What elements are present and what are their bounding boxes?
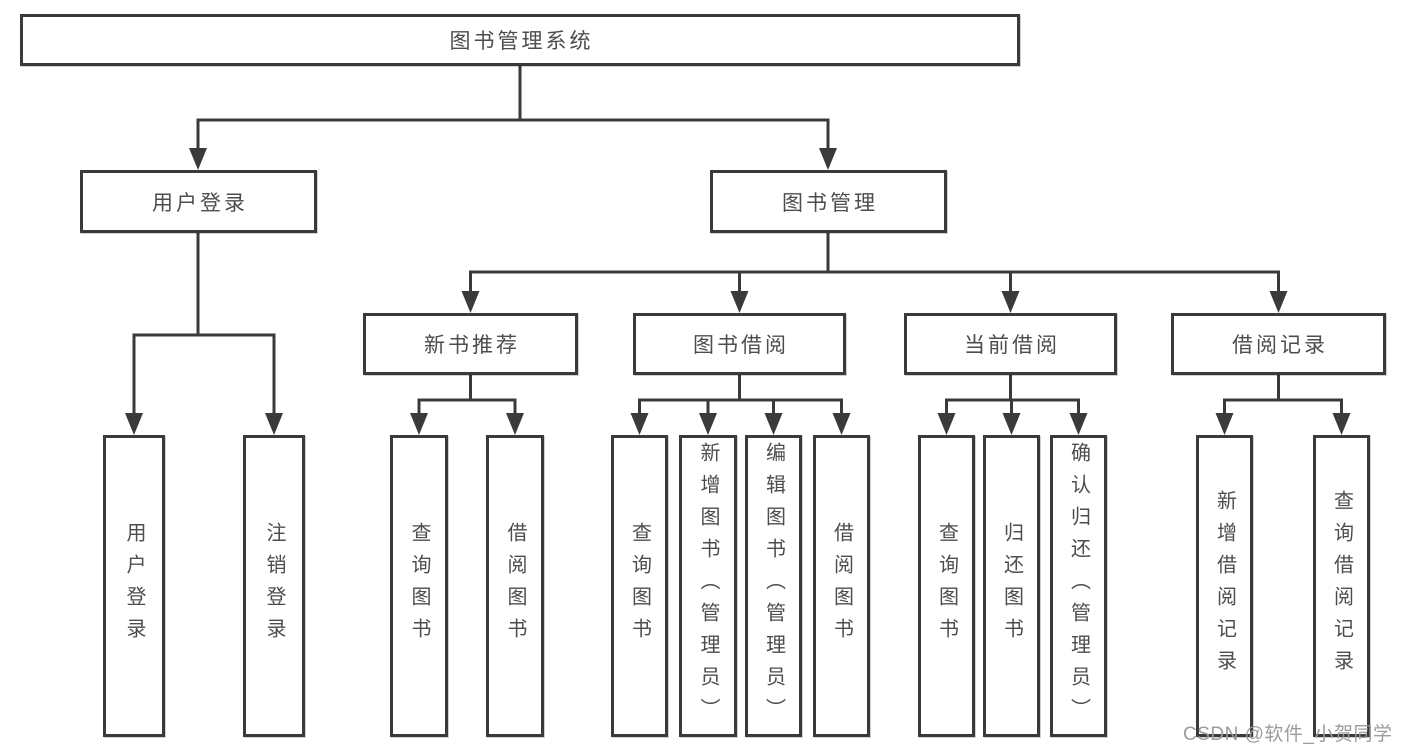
node-library-management-system-label: 图书管理系统 xyxy=(449,30,594,53)
leaf-borrow-book-recommend-label: 借阅图书 xyxy=(504,522,526,650)
leaf-return-book-label: 归还图书 xyxy=(1000,522,1023,650)
leaf-add-borrow-record-label: 新增借阅记录 xyxy=(1213,490,1236,682)
leaf-query-borrow-record-label: 查询借阅记录 xyxy=(1330,490,1353,682)
leaf-add-book-admin: 新增图书（管理员） xyxy=(679,435,737,737)
leaf-confirm-return-admin-label: 确认归还（管理员） xyxy=(1067,442,1090,730)
leaf-return-book: 归还图书 xyxy=(983,435,1040,737)
leaf-edit-book-admin: 编辑图书（管理员） xyxy=(745,435,802,737)
csdn-watermark: CSDN @软件_小贺同学 xyxy=(1183,724,1393,745)
node-borrowing-records-label: 借阅记录 xyxy=(1232,334,1328,357)
leaf-borrow-book-borrowing: 借阅图书 xyxy=(813,435,870,737)
node-book-management: 图书管理 xyxy=(710,170,947,233)
leaf-query-book-recommend-label: 查询图书 xyxy=(408,522,430,650)
leaf-user-login-label: 用户登录 xyxy=(123,522,145,650)
node-book-borrowing: 图书借阅 xyxy=(633,313,846,375)
node-current-borrowing-label: 当前借阅 xyxy=(964,334,1060,357)
leaf-query-book-borrowing: 查询图书 xyxy=(611,435,668,737)
leaf-query-borrow-record: 查询借阅记录 xyxy=(1313,435,1370,737)
leaf-add-book-admin-label: 新增图书（管理员） xyxy=(697,442,719,730)
leaf-query-book-current-label: 查询图书 xyxy=(935,522,958,650)
node-borrowing-records: 借阅记录 xyxy=(1171,313,1386,375)
node-user-login-label: 用户登录 xyxy=(152,191,248,215)
leaf-query-book-current: 查询图书 xyxy=(918,435,975,737)
node-library-management-system: 图书管理系统 xyxy=(20,14,1020,66)
leaf-user-login: 用户登录 xyxy=(103,435,165,737)
node-user-login: 用户登录 xyxy=(80,170,317,233)
leaf-edit-book-admin-label: 编辑图书（管理员） xyxy=(762,442,785,730)
leaf-logout: 注销登录 xyxy=(243,435,305,737)
leaf-add-borrow-record: 新增借阅记录 xyxy=(1196,435,1253,737)
node-book-borrowing-label: 图书借阅 xyxy=(693,334,789,357)
leaf-confirm-return-admin: 确认归还（管理员） xyxy=(1050,435,1107,737)
leaf-borrow-book-borrowing-label: 借阅图书 xyxy=(830,522,853,650)
node-new-book-recommend: 新书推荐 xyxy=(363,313,578,375)
node-new-book-recommend-label: 新书推荐 xyxy=(424,334,520,357)
leaf-query-book-recommend: 查询图书 xyxy=(390,435,448,737)
node-book-management-label: 图书管理 xyxy=(782,191,878,215)
leaf-borrow-book-recommend: 借阅图书 xyxy=(486,435,544,737)
leaf-query-book-borrowing-label: 查询图书 xyxy=(628,522,651,650)
leaf-logout-label: 注销登录 xyxy=(263,522,285,650)
node-current-borrowing: 当前借阅 xyxy=(904,313,1117,375)
